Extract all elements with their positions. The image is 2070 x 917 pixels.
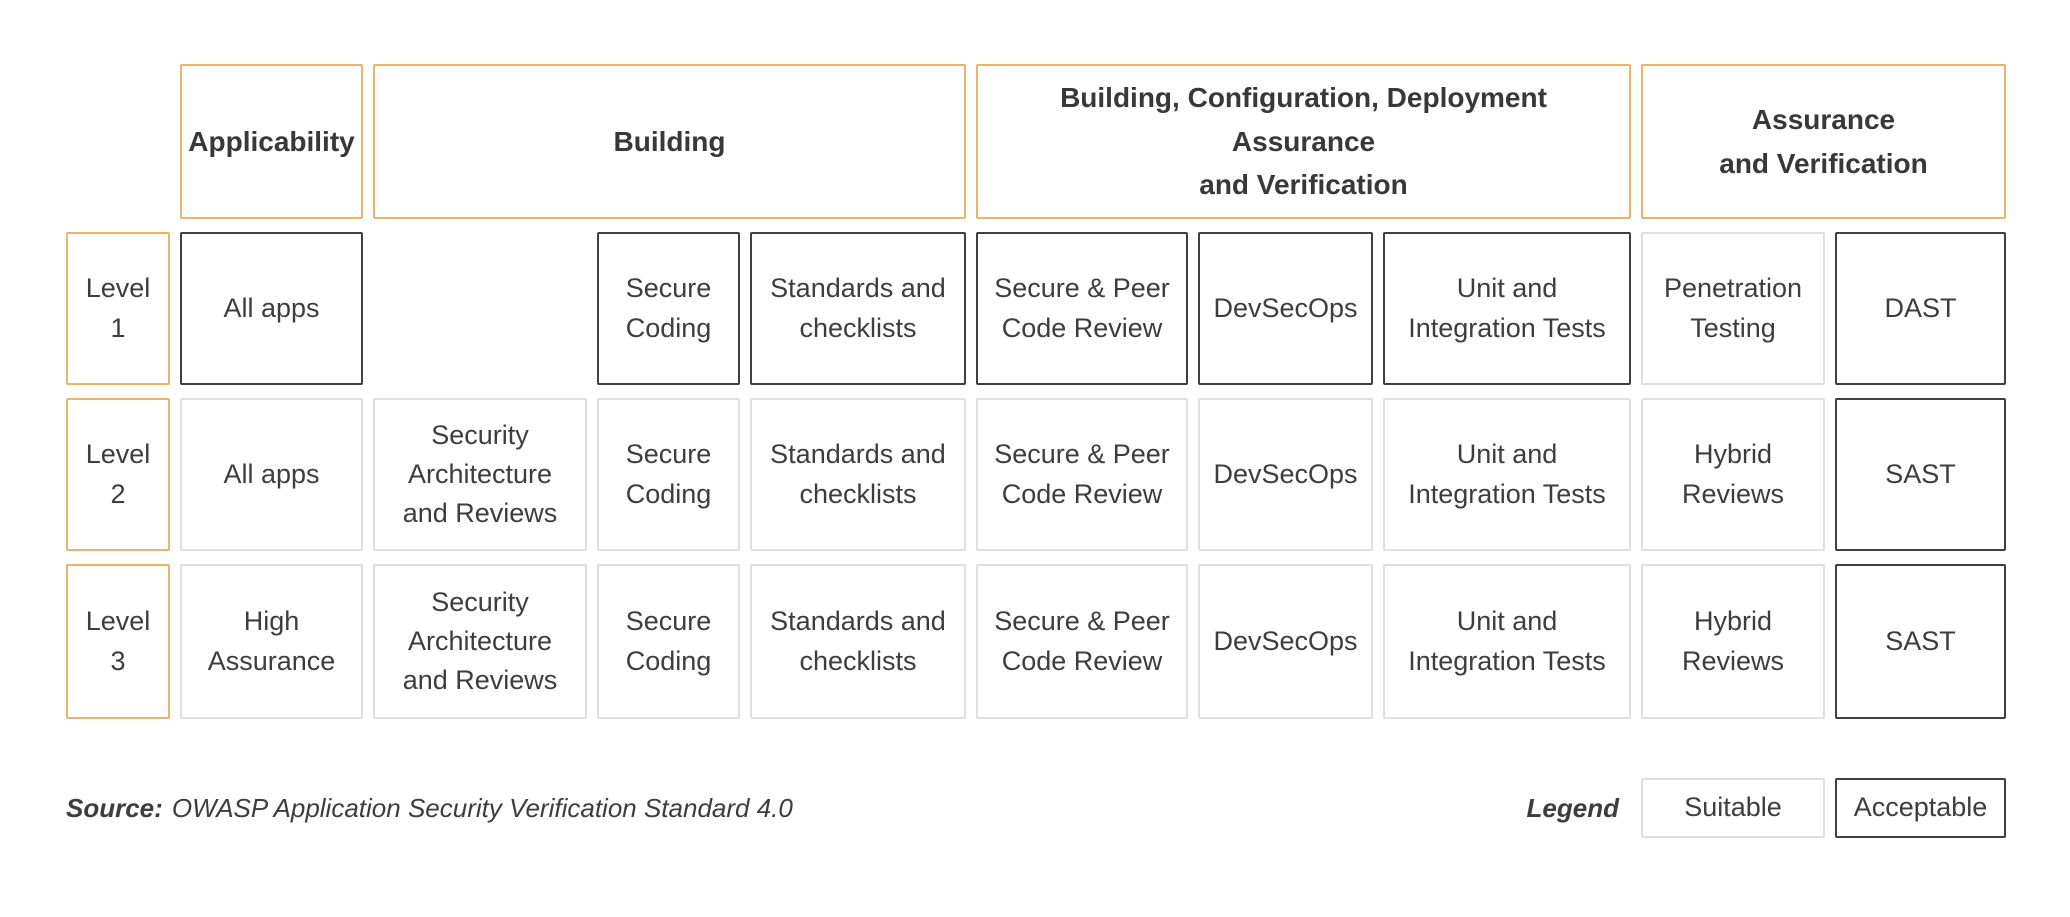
cell-l2-devsecops: DevSecOps — [1198, 398, 1373, 551]
level-1-label: Level 1 — [66, 232, 170, 385]
cell-l3-standards-checklists: Standards and checklists — [750, 564, 966, 719]
source-label: Source: — [66, 792, 163, 823]
source-text: OWASP Application Security Verification … — [171, 792, 793, 823]
footer: Source: OWASP Application Security Verifi… — [66, 778, 2006, 838]
cell-l2-standards-checklists: Standards and checklists — [750, 398, 966, 551]
cell-l2-sast: SAST — [1835, 398, 2006, 551]
header-building: Building — [373, 64, 966, 219]
header-assurance-verification: Assurance and Verification — [1641, 64, 2006, 219]
cell-l2-security-architecture: Security Architecture and Reviews — [373, 398, 587, 551]
level-2-label: Level 2 — [66, 398, 170, 551]
level-3-label: Level 3 — [66, 564, 170, 719]
cell-l1-penetration-testing: Penetration Testing — [1641, 232, 1825, 385]
cell-l3-secure-coding: Secure Coding — [597, 564, 740, 719]
cell-l3-unit-integration-tests: Unit and Integration Tests — [1383, 564, 1631, 719]
legend-label: Legend — [1526, 792, 1619, 823]
legend-acceptable-box: Acceptable — [1835, 778, 2006, 838]
cell-l3-secure-peer-code-review: Secure & Peer Code Review — [976, 564, 1188, 719]
cell-l2-hybrid-reviews: Hybrid Reviews — [1641, 398, 1825, 551]
cell-l1-secure-peer-code-review: Secure & Peer Code Review — [976, 232, 1188, 385]
cell-l1-devsecops: DevSecOps — [1198, 232, 1373, 385]
header-applicability: Applicability — [180, 64, 363, 219]
cell-l3-hybrid-reviews: Hybrid Reviews — [1641, 564, 1825, 719]
cell-l3-sast: SAST — [1835, 564, 2006, 719]
source-note: Source: OWASP Application Security Verifi… — [66, 793, 793, 824]
cell-l3-security-architecture: Security Architecture and Reviews — [373, 564, 587, 719]
legend-suitable-box: Suitable — [1641, 778, 1825, 838]
cell-l2-unit-integration-tests: Unit and Integration Tests — [1383, 398, 1631, 551]
cell-l3-high-assurance: High Assurance — [180, 564, 363, 719]
cell-l1-unit-integration-tests: Unit and Integration Tests — [1383, 232, 1631, 385]
cell-l1-secure-coding: Secure Coding — [597, 232, 740, 385]
cell-l1-dast: DAST — [1835, 232, 2006, 385]
levels-table: Applicability Building Building, Configu… — [66, 64, 2006, 719]
header-building-configuration-deployment: Building, Configuration, Deployment Assu… — [976, 64, 1631, 219]
cell-l2-secure-peer-code-review: Secure & Peer Code Review — [976, 398, 1188, 551]
cell-l1-all-apps: All apps — [180, 232, 363, 385]
cell-l2-secure-coding: Secure Coding — [597, 398, 740, 551]
cell-l3-devsecops: DevSecOps — [1198, 564, 1373, 719]
cell-l2-all-apps: All apps — [180, 398, 363, 551]
cell-l1-standards-checklists: Standards and checklists — [750, 232, 966, 385]
